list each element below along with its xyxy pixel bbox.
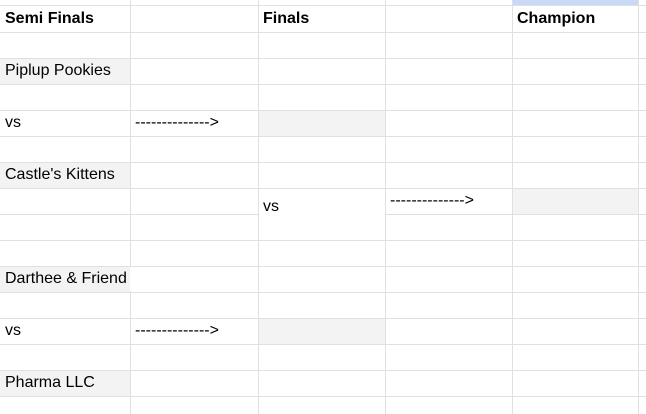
header-champion-label: Champion (517, 9, 596, 27)
header-finals-label: Finals (263, 9, 310, 27)
header-semi-finals-label: Semi Finals (5, 9, 94, 27)
header-champion[interactable]: Champion (512, 5, 638, 32)
cell-vs-semifinal-1[interactable]: vs (0, 110, 130, 136)
cell-team-castles-kittens-label: Castle's Kittens (5, 166, 115, 183)
cell-vs-semifinal-1-label: vs (5, 114, 21, 131)
gridline-h (385, 214, 646, 215)
gridline-h (0, 32, 646, 33)
gridline-h (0, 396, 646, 397)
cell-team-pharma-llc-label: Pharma LLC (5, 374, 95, 391)
gridline-h (0, 58, 646, 59)
gridline-h (0, 214, 258, 215)
cell-champion-slot[interactable] (512, 188, 638, 214)
header-finals[interactable]: Finals (258, 5, 385, 32)
gridline-v (385, 0, 386, 414)
gridline-v (130, 0, 131, 267)
cell-arrow-finals-label: --------------> (390, 192, 474, 209)
header-semi-finals[interactable]: Semi Finals (0, 5, 130, 32)
gridline-h (0, 266, 646, 267)
cell-finalist-slot-1[interactable] (258, 110, 385, 136)
gridline-h (0, 162, 646, 163)
gridline-v (258, 0, 259, 414)
cell-arrow-finals[interactable]: --------------> (385, 188, 512, 214)
gridline-h (0, 136, 646, 137)
gridline-h (0, 84, 646, 85)
cell-team-castles-kittens[interactable]: Castle's Kittens (0, 162, 130, 188)
gridline-v (638, 0, 639, 414)
cell-team-darthee-friend-label: Darthee & Friend (5, 270, 127, 287)
cell-team-piplup-pookies[interactable]: Piplup Pookies (0, 58, 130, 84)
gridline-h (0, 318, 646, 319)
cell-team-pharma-llc[interactable]: Pharma LLC (0, 370, 130, 396)
cell-arrow-semifinal-2-label: --------------> (135, 322, 219, 339)
gridline-h (0, 370, 646, 371)
cell-vs-finals[interactable]: vs (258, 188, 385, 240)
cell-arrow-semifinal-2[interactable]: --------------> (130, 318, 258, 344)
cell-vs-finals-label: vs (263, 198, 279, 215)
gridline-h (0, 292, 646, 293)
cell-arrow-semifinal-1[interactable]: --------------> (130, 110, 258, 136)
gridline-h (0, 188, 646, 189)
cell-team-piplup-pookies-label: Piplup Pookies (5, 62, 111, 79)
cell-arrow-semifinal-1-label: --------------> (135, 114, 219, 131)
gridline-h (0, 5, 646, 6)
gridline-v (512, 0, 513, 414)
cell-team-darthee-friend[interactable]: Darthee & Friend (0, 266, 130, 292)
gridline-h (0, 344, 646, 345)
gridline-v (130, 291, 131, 414)
gridline-h (0, 240, 646, 241)
cell-vs-semifinal-2-label: vs (5, 322, 21, 339)
cell-highlight-top[interactable] (512, 0, 638, 5)
cell-finalist-slot-2[interactable] (258, 318, 385, 344)
cell-vs-semifinal-2[interactable]: vs (0, 318, 130, 344)
gridline-h (0, 110, 646, 111)
